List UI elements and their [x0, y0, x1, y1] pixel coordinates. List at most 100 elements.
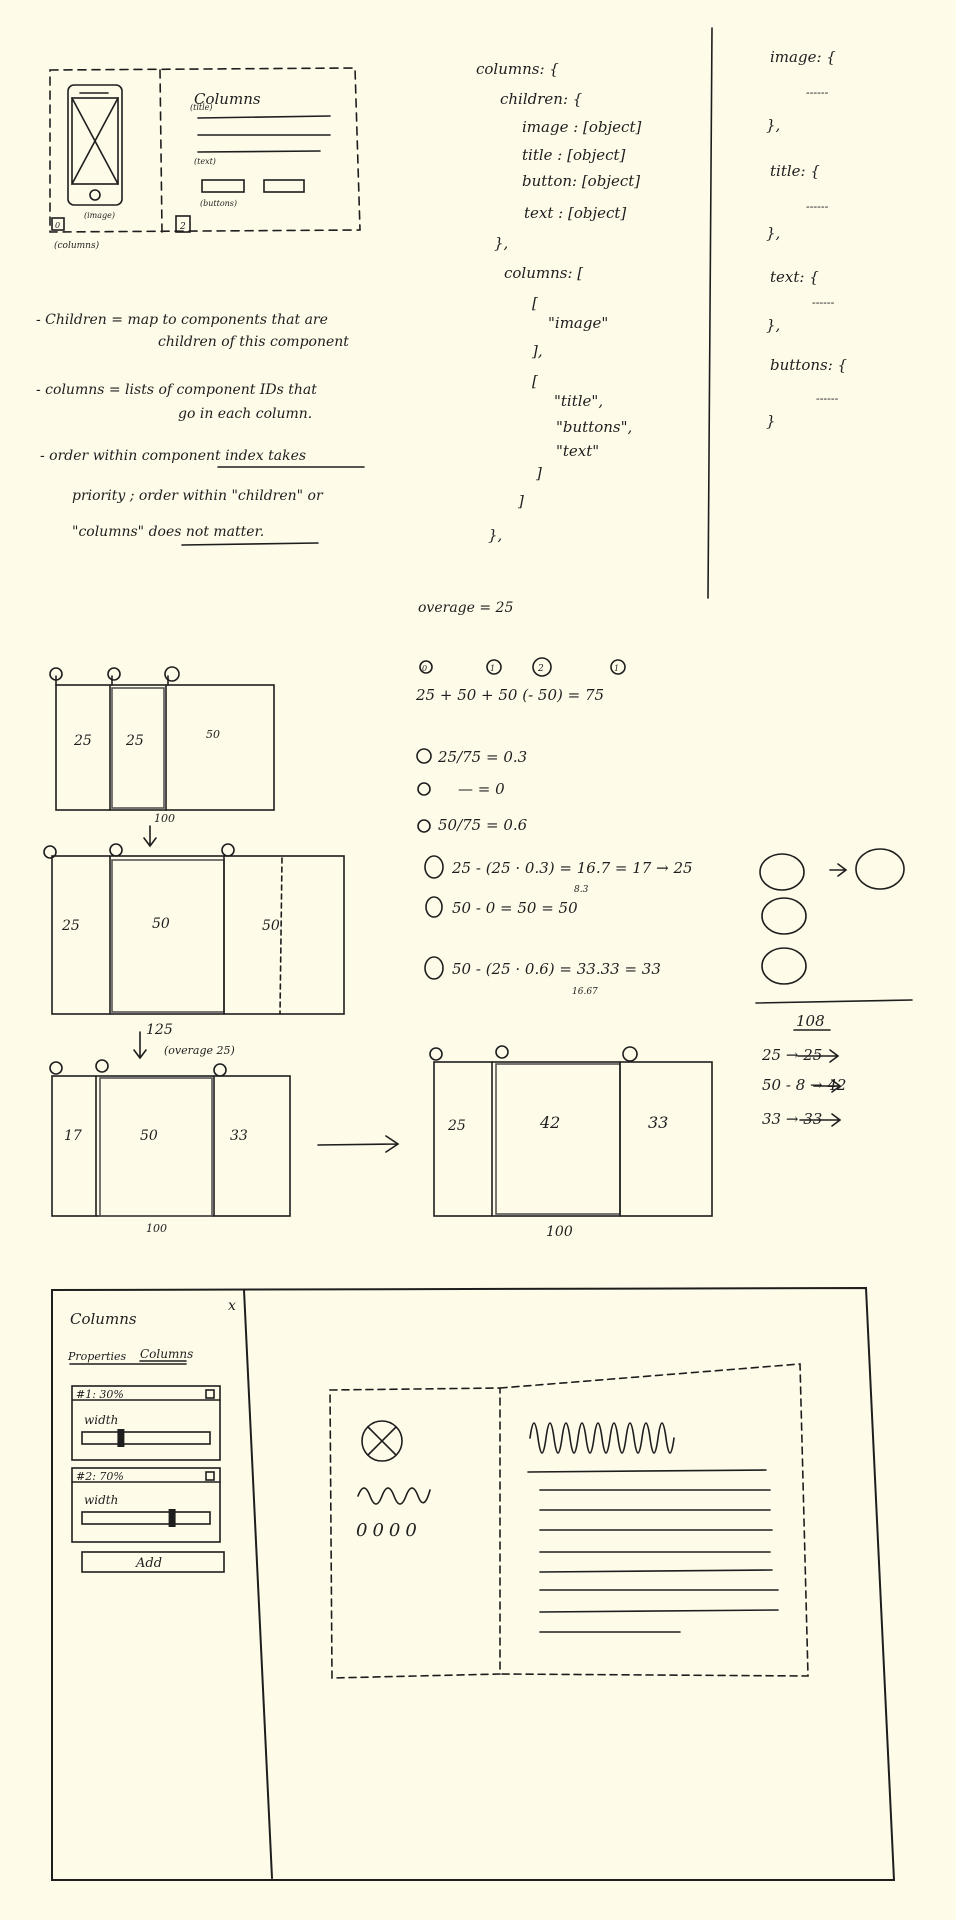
- idx-1: 1: [490, 664, 495, 673]
- code-line: image: {: [770, 48, 836, 66]
- wireframe-sketch: [49, 67, 361, 233]
- code-line: [: [532, 294, 538, 312]
- diagram3-col0: 17: [64, 1128, 82, 1144]
- column-diagram-3: [49, 1059, 400, 1217]
- code-line: title: {: [770, 162, 820, 180]
- calc-0-sub: 8.3: [574, 885, 589, 895]
- preview-buttons: 0000: [356, 1520, 422, 1541]
- notes: - Children = map to components that are …: [36, 312, 349, 540]
- code-line: },: [494, 234, 508, 252]
- phone-illustration: [67, 84, 123, 206]
- tab-columns: Columns: [140, 1347, 193, 1361]
- note-line: priority ; order within "children" or: [72, 488, 324, 504]
- code-line: columns: [: [504, 264, 583, 282]
- column-diagram-4: [429, 1045, 713, 1217]
- wireframe-buttons-hint: (buttons): [200, 199, 237, 208]
- code-line: },: [488, 526, 502, 544]
- code-block-left: columns: { children: { image : [object] …: [476, 60, 641, 544]
- code-line: buttons: {: [770, 356, 848, 374]
- diagram4-col2: 33: [648, 1113, 668, 1132]
- wireframe-text-hint: (text): [194, 157, 216, 166]
- idx-2: 2: [537, 664, 544, 674]
- calc-2-sub: 16.67: [572, 987, 598, 997]
- idx-1b: 1: [614, 664, 619, 673]
- calc-1: 50 - 0 = 50 = 50: [452, 899, 578, 917]
- col1-header: #1: 30%: [76, 1388, 124, 1401]
- code-line: "buttons",: [556, 418, 632, 436]
- note-line: - order within component index takes: [40, 448, 306, 464]
- ratio-2: 50/75 = 0.6: [438, 816, 528, 834]
- code-line: },: [766, 316, 780, 334]
- code-line: ]: [517, 492, 524, 510]
- note-line: - Children = map to components that are: [36, 312, 328, 328]
- tab-properties: Properties: [67, 1350, 127, 1363]
- ratio-1: — = 0: [458, 780, 505, 798]
- diagram1-total: 100: [154, 812, 175, 825]
- diagram4-col1: 42: [539, 1113, 560, 1132]
- col1-width-slider-handle[interactable]: [117, 1429, 125, 1447]
- ratio-0: 25/75 = 0.3: [437, 748, 527, 766]
- idx-0: 0: [422, 664, 427, 673]
- diagram2-col2: 50: [262, 918, 280, 934]
- diagram4-total: 100: [546, 1224, 573, 1240]
- map-2: 33 → 33: [762, 1110, 822, 1128]
- code-line: ------: [816, 392, 839, 405]
- diagram3-total: 100: [146, 1222, 167, 1235]
- code-line: text: {: [770, 268, 819, 286]
- diagram2-total: 125: [146, 1022, 173, 1038]
- total-sum: 108: [796, 1012, 825, 1030]
- wireframe-title-hint: (title): [190, 103, 213, 112]
- code-line: "text": [556, 442, 599, 460]
- code-line: "image": [548, 314, 608, 332]
- column-diagram-2: [43, 843, 345, 1060]
- diagram2-col0: 25: [61, 918, 80, 934]
- code-line: image : [object]: [522, 118, 641, 136]
- code-line: }: [766, 412, 776, 430]
- diagram-labels: 25 25 50 100 25 50 50 125 (overage 25) 1…: [61, 728, 668, 1240]
- code-line: "title",: [554, 392, 603, 410]
- diagram2-note: (overage 25): [164, 1044, 235, 1057]
- wireframe-columns-hint: (columns): [54, 240, 100, 251]
- code-line: },: [766, 116, 780, 134]
- panel-close: x: [228, 1298, 236, 1314]
- sum-line: 25 + 50 + 50 (- 50) = 75: [415, 686, 604, 704]
- wireframe-col-index-2: 2: [179, 222, 186, 232]
- wireframe-col-index-0: 0: [55, 221, 60, 230]
- map-0: 25 → 25: [761, 1046, 822, 1064]
- code-line: text : [object]: [524, 204, 626, 222]
- code-line: button: [object]: [522, 172, 640, 190]
- diagram2-col1: 50: [152, 916, 170, 932]
- math-circles: [416, 657, 913, 1127]
- note-line: go in each column.: [178, 406, 312, 422]
- diagram3-col2: 33: [230, 1128, 248, 1144]
- note-line: children of this component: [158, 334, 349, 350]
- diagram1-col0: 25: [73, 733, 92, 749]
- col2-width-label: width: [84, 1493, 118, 1507]
- editor-text: Columns x Properties Columns #1: 30% wid…: [67, 1298, 422, 1571]
- code-line: ------: [806, 86, 829, 99]
- code-block-right: image: { ------ }, title: { ------ }, te…: [766, 48, 848, 430]
- diagram3-col1: 50: [140, 1128, 158, 1144]
- code-line: title : [object]: [522, 146, 626, 164]
- col1-width-label: width: [84, 1413, 118, 1427]
- diagram1-col1: 25: [125, 733, 144, 749]
- diagram1-col2: 50: [206, 728, 220, 741]
- code-line: columns: {: [476, 60, 559, 78]
- math-section: overage = 25 0 1 2 1 25 + 50 + 50 (- 50)…: [415, 600, 846, 1128]
- note-line: "columns" does not matter.: [72, 524, 264, 540]
- code-line: ],: [531, 342, 543, 360]
- col2-width-slider-handle[interactable]: [168, 1509, 176, 1527]
- wireframe-image-hint: (image): [84, 211, 115, 220]
- image-placeholder-icon: [361, 1420, 403, 1462]
- code-line: [: [532, 372, 538, 390]
- panel-title: Columns: [70, 1310, 137, 1328]
- code-line: ]: [535, 464, 542, 482]
- map-1: 50 - 8 → 42: [762, 1076, 846, 1094]
- calc-2: 50 - (25 · 0.6) = 33.33 = 33: [452, 960, 661, 978]
- diagram4-col0: 25: [447, 1118, 466, 1134]
- overage-text: overage = 25: [418, 600, 513, 616]
- wireframe-title: Columns: [194, 90, 261, 108]
- code-line: },: [766, 224, 780, 242]
- code-line: ------: [806, 200, 829, 213]
